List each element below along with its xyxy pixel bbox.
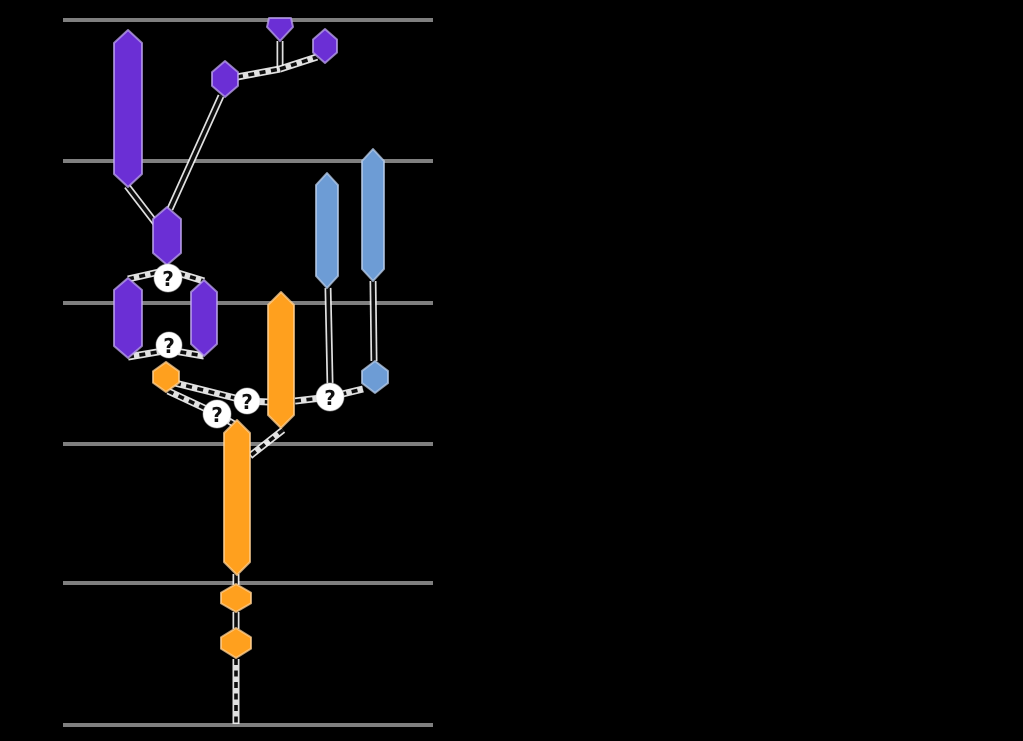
connector-top-right-branch-casing xyxy=(278,53,319,73)
uncertainty-node-2-label: ? xyxy=(163,334,175,358)
connector-orange-bars-diagonal-line xyxy=(248,428,285,458)
taxon-bar-orange-central xyxy=(223,419,251,576)
uncertainty-node-1-circle xyxy=(153,263,183,293)
connector-upper-long-diagonal xyxy=(166,94,225,211)
connector-orange-bars-diagonal xyxy=(247,427,286,459)
uncertainty-node-2: ? xyxy=(155,331,183,359)
uncertainty-node-4-label: ? xyxy=(241,390,253,414)
taxon-bar-blue-left xyxy=(315,172,339,289)
taxon-node-purple-top-right xyxy=(312,28,338,64)
uncertainty-node-2-circle xyxy=(155,331,183,359)
uncertainty-node-5: ? xyxy=(315,382,345,412)
connector-upper-short-diagonal xyxy=(124,183,160,228)
taxon-node-orange-left xyxy=(152,361,180,393)
taxon-node-orange-lower-1 xyxy=(220,583,252,613)
taxon-node-purple-upper-mid xyxy=(211,60,239,98)
connector-blue-right-stem xyxy=(369,280,378,362)
taxon-bar-purple-lower-right xyxy=(190,279,218,357)
taxon-bar-purple-upper-left xyxy=(113,29,143,188)
taxon-bar-orange-upper xyxy=(267,291,295,429)
taxon-node-purple-present xyxy=(266,17,294,42)
taxon-bar-purple-mid-small xyxy=(152,206,182,266)
connector-blue-left-stem xyxy=(324,287,334,384)
taxon-node-orange-lower-2 xyxy=(220,627,252,659)
taxon-bar-purple-lower-left xyxy=(113,277,143,359)
uncertainty-node-4-circle xyxy=(233,387,261,415)
uncertainty-node-1: ? xyxy=(153,263,183,293)
connector-upper-short-diagonal-line xyxy=(125,184,159,227)
connector-blue-left-stem-line xyxy=(326,287,332,384)
uncertainty-node-4: ? xyxy=(233,387,261,415)
connector-upper-long-diagonal-line xyxy=(168,95,223,210)
uncertainty-node-3: ? xyxy=(202,399,232,429)
uncertainty-node-3-circle xyxy=(202,399,232,429)
uncertainty-node-5-label: ? xyxy=(324,386,336,410)
connector-top-right-branch xyxy=(278,53,319,73)
uncertainty-node-3-label: ? xyxy=(211,403,223,427)
connector-top-left-branch xyxy=(236,65,281,81)
uncertainty-node-5-circle xyxy=(315,382,345,412)
connector-blue-right-stem-line xyxy=(371,280,376,362)
taxon-node-blue xyxy=(361,360,389,394)
uncertainty-node-1-label: ? xyxy=(162,267,174,291)
taxon-bar-blue-right xyxy=(361,148,385,282)
connector-top-left-branch-line xyxy=(236,67,281,79)
